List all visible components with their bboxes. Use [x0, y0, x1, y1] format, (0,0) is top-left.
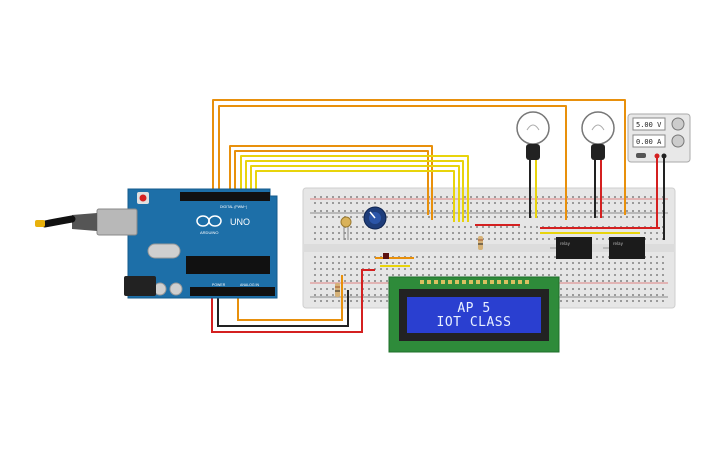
svg-text:relay: relay [560, 241, 571, 246]
analog-header-label: ANALOG IN [240, 283, 260, 287]
svg-text:relay: relay [613, 241, 624, 246]
potentiometer-icon[interactable] [363, 206, 387, 230]
power-header-label: POWER [212, 283, 226, 287]
dc-jack [124, 276, 156, 296]
relay-icon[interactable]: relay [603, 237, 645, 259]
led[interactable] [383, 253, 389, 259]
arduino-logo-icon [196, 215, 222, 227]
wires-bottom [211, 224, 660, 333]
board-model: UNO [230, 217, 250, 227]
resistor[interactable] [478, 236, 483, 250]
resistor[interactable] [335, 283, 340, 297]
arduino-board[interactable]: UNO ARDUINO DIGITAL (PWM~) POWER ANALOG … [124, 188, 278, 299]
current-readout: 0.00 A [636, 138, 662, 146]
bulb-icon[interactable] [516, 111, 550, 218]
bulb-icon[interactable] [581, 111, 615, 218]
lcd-line-2: IOT CLASS [437, 315, 512, 330]
voltage-readout: 5.00 V [636, 121, 662, 129]
power-supply[interactable]: 5.00 V 0.00 A [627, 113, 691, 240]
photoresistor-icon[interactable] [340, 216, 352, 240]
lcd-pins [420, 280, 529, 284]
usb-cable-icon[interactable] [35, 208, 138, 236]
voltage-knob[interactable] [671, 117, 685, 131]
lcd-display[interactable]: AP 5 IOT CLASS [388, 276, 560, 353]
relay-icon[interactable]: relay [550, 237, 592, 259]
wires-top [212, 99, 626, 222]
digital-header-label: DIGITAL (PWM~) [220, 205, 247, 209]
lcd-line-1: AP 5 [457, 301, 490, 316]
board-brand: ARDUINO [200, 230, 218, 235]
current-knob[interactable] [671, 134, 685, 148]
